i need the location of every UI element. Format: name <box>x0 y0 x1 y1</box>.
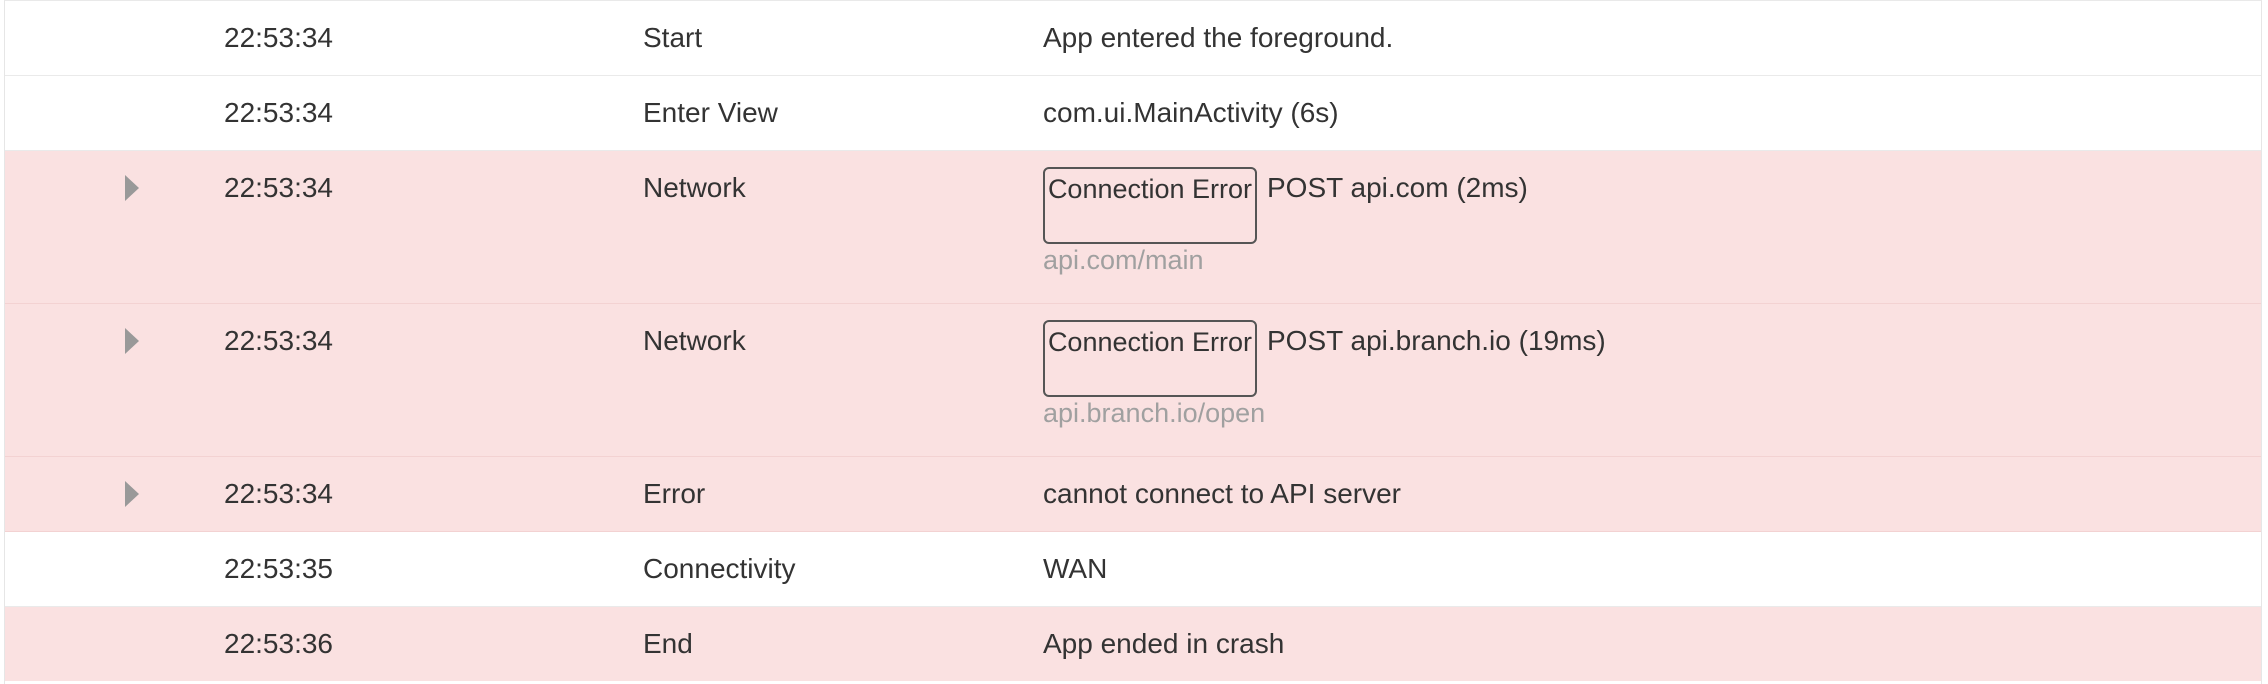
table-row-expandable[interactable]: 22:53:34 Network Connection Error POST a… <box>5 304 2261 457</box>
event-description: POST api.branch.io (19ms) <box>1267 325 1606 356</box>
expand-row-toggle[interactable] <box>123 173 143 203</box>
table-row-expandable[interactable]: 22:53:34 Network Connection Error POST a… <box>5 151 2261 304</box>
event-description: POST api.com (2ms) <box>1267 172 1528 203</box>
event-time: 22:53:36 <box>224 628 333 659</box>
event-description: cannot connect to API server <box>1043 478 1401 509</box>
event-type: Network <box>643 172 746 203</box>
status-badge: Connection Error <box>1043 167 1257 244</box>
event-description: App entered the foreground. <box>1043 22 1394 53</box>
request-url: api.branch.io/open <box>1043 398 1266 428</box>
event-type: End <box>643 628 693 659</box>
table-row-expandable[interactable]: 22:53:34 Error cannot connect to API ser… <box>5 457 2261 532</box>
table-row: 22:53:36 End App ended in crash <box>5 607 2261 681</box>
event-time: 22:53:34 <box>224 478 333 509</box>
status-badge: Connection Error <box>1043 320 1257 397</box>
event-time: 22:53:35 <box>224 553 333 584</box>
event-description: WAN <box>1043 553 1108 584</box>
caret-right-icon <box>125 175 139 201</box>
caret-right-icon <box>125 481 139 507</box>
event-type: Start <box>643 22 703 53</box>
event-type: Network <box>643 325 746 356</box>
event-time: 22:53:34 <box>224 97 333 128</box>
event-description: App ended in crash <box>1043 628 1285 659</box>
event-type: Connectivity <box>643 553 796 584</box>
network-summary: Connection Error POST api.com (2ms) <box>1043 167 1528 244</box>
event-description-block: Connection Error POST api.branch.io (19m… <box>1043 320 1606 430</box>
event-type: Error <box>643 478 706 509</box>
event-time: 22:53:34 <box>224 172 333 203</box>
table-row: 22:53:34 Enter View com.ui.MainActivity … <box>5 76 2261 151</box>
event-timeline-table: 22:53:34 Start App entered the foregroun… <box>4 0 2262 684</box>
expand-row-toggle[interactable] <box>123 479 143 509</box>
request-url: api.com/main <box>1043 245 1204 275</box>
event-description: com.ui.MainActivity (6s) <box>1043 97 1339 128</box>
event-description-block: Connection Error POST api.com (2ms) api.… <box>1043 167 1528 277</box>
table-row: 22:53:35 Connectivity WAN <box>5 532 2261 607</box>
event-time: 22:53:34 <box>224 325 333 356</box>
event-time: 22:53:34 <box>224 22 333 53</box>
event-type: Enter View <box>643 97 778 128</box>
table-row: 22:53:34 Start App entered the foregroun… <box>5 1 2261 76</box>
caret-right-icon <box>125 328 139 354</box>
expand-row-toggle[interactable] <box>123 326 143 356</box>
network-summary: Connection Error POST api.branch.io (19m… <box>1043 320 1606 397</box>
